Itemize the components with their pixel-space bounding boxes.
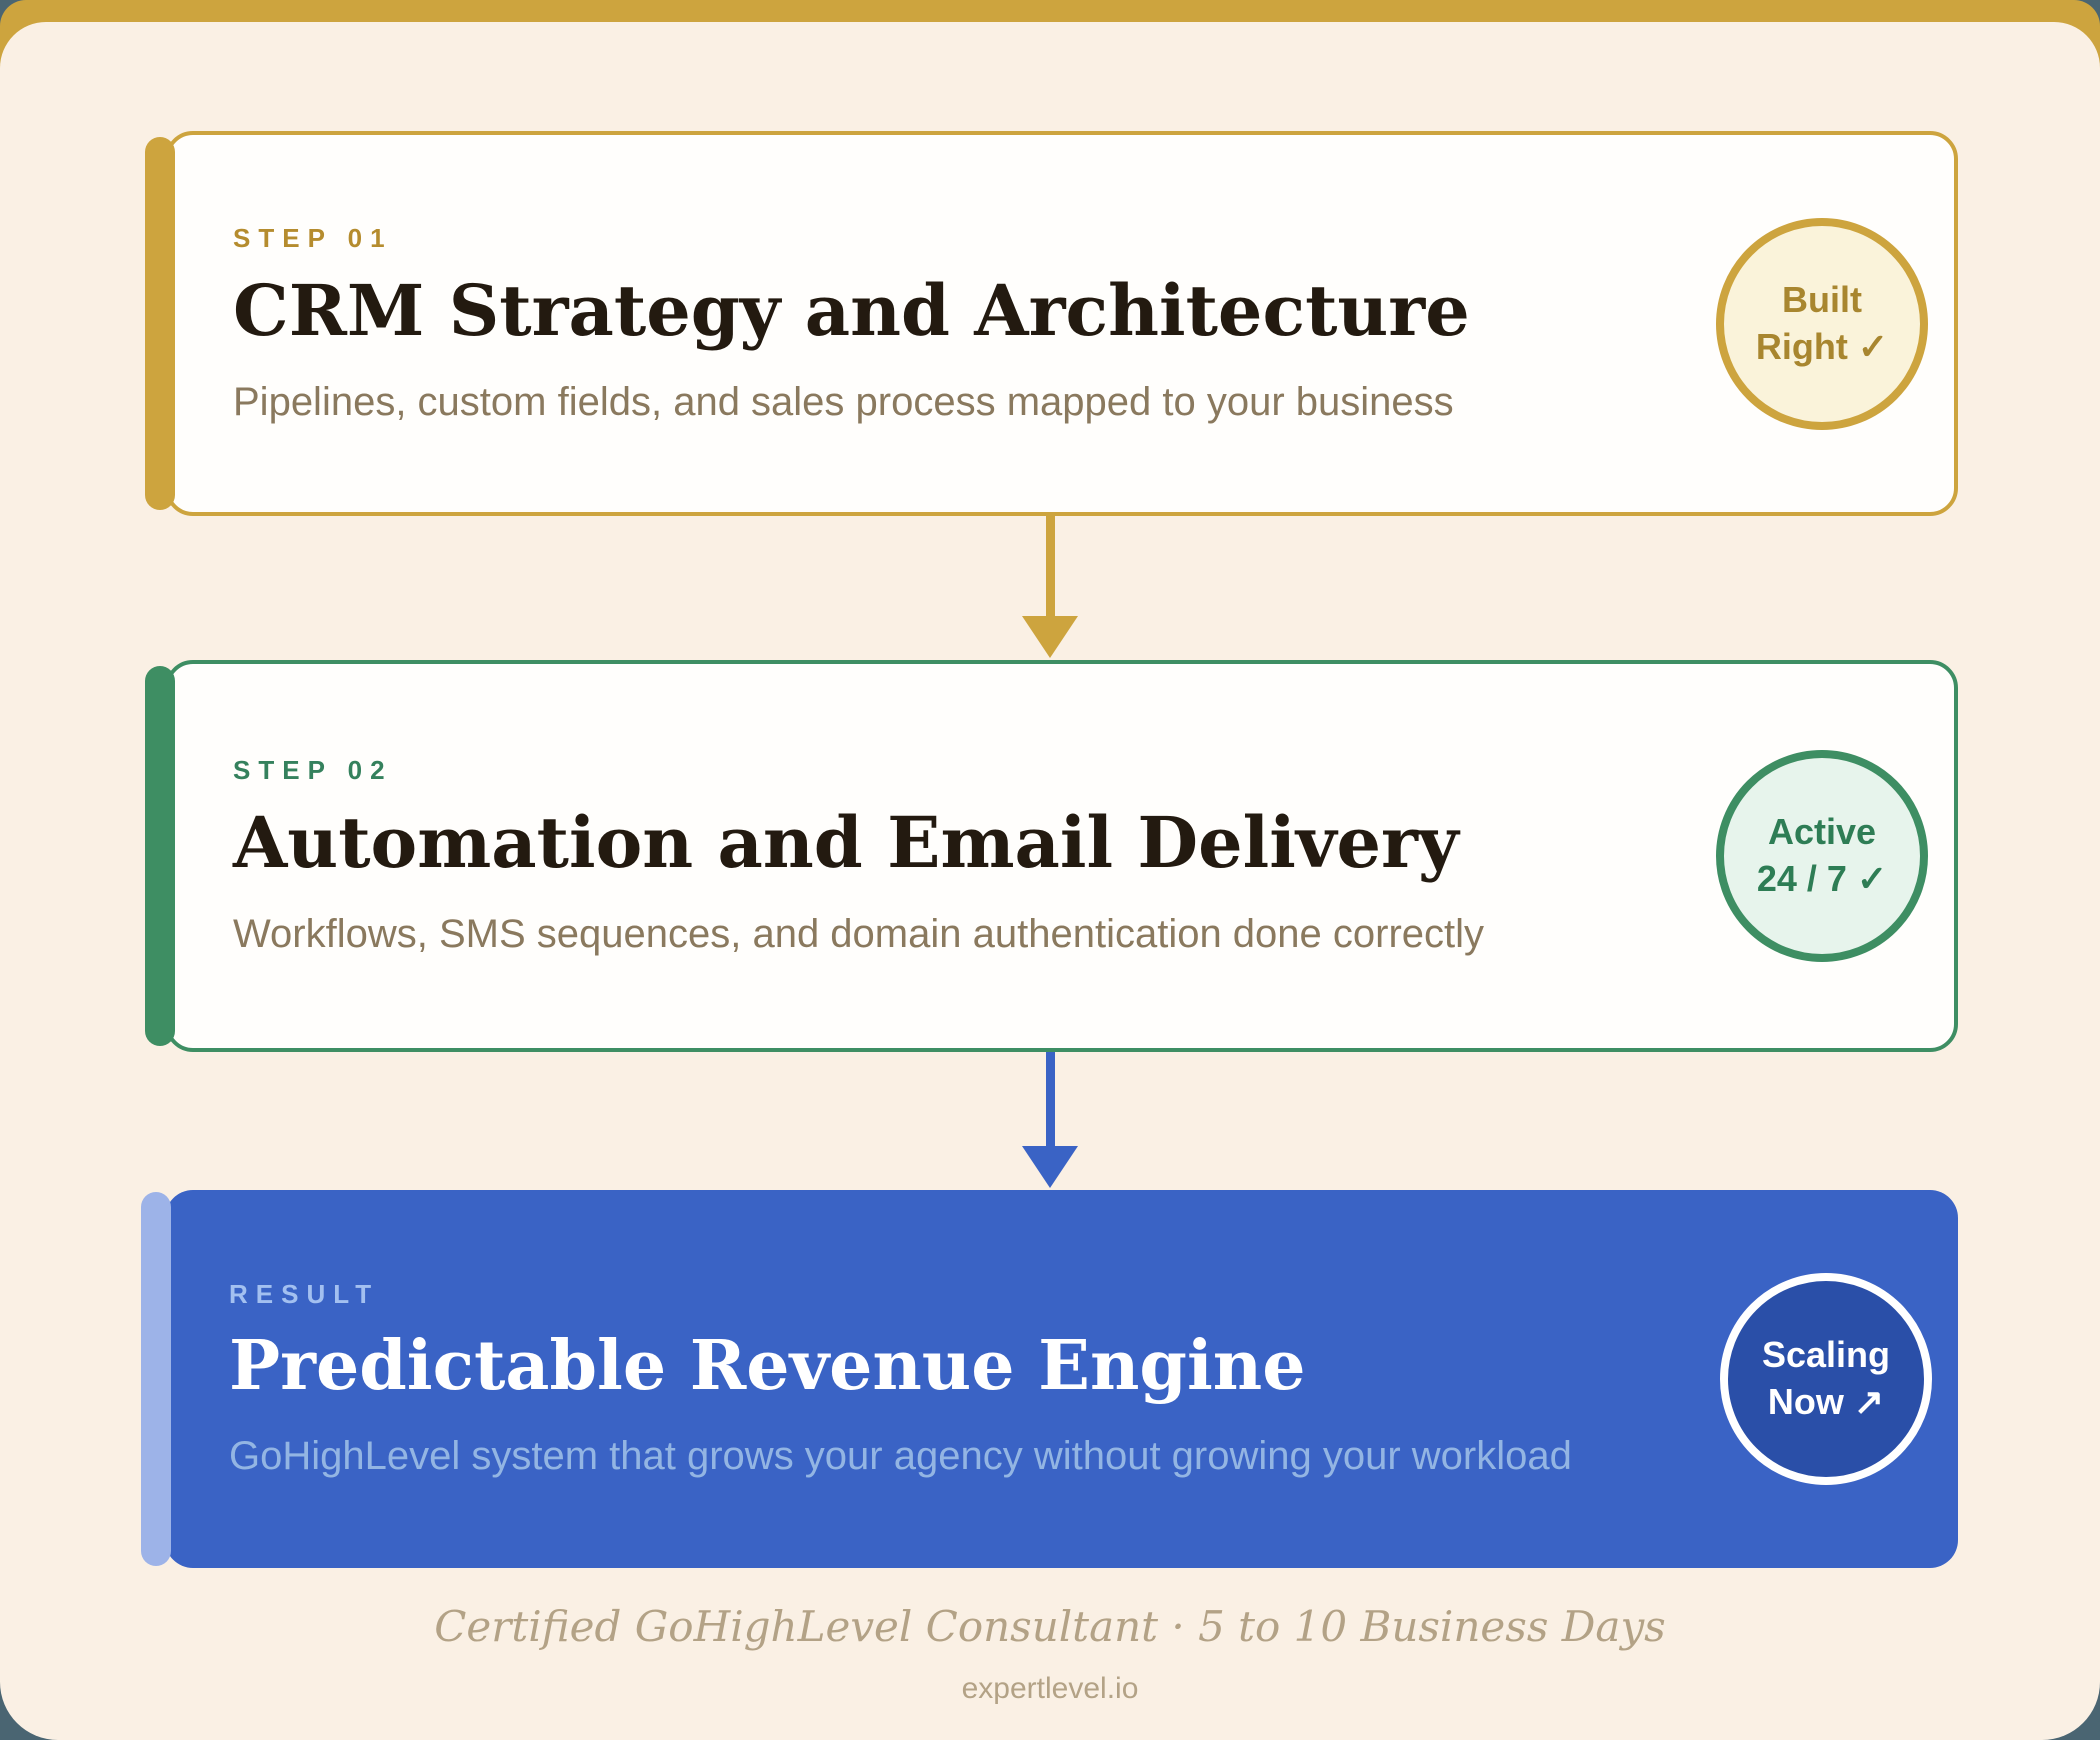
step-1-subtitle: Pipelines, custom fields, and sales proc… <box>233 379 1454 424</box>
flow-arrow-blue <box>994 1052 1106 1188</box>
footer-tagline: Certified GoHighLevel Consultant · 5 to … <box>434 1602 1666 1651</box>
step-2-card: STEP 02 Automation and Email Delivery Wo… <box>145 660 1958 1052</box>
step-1-badge-line2: Right ✓ <box>1756 324 1888 371</box>
check-icon: ✓ <box>1856 858 1888 899</box>
arrow-stem <box>1045 1052 1055 1146</box>
step-2-badge-text: 24 / 7 <box>1756 858 1847 899</box>
result-badge: Scaling Now ↗ <box>1720 1273 1932 1485</box>
arrow-stem <box>1045 516 1055 616</box>
step-1-card: STEP 01 CRM Strategy and Architecture Pi… <box>145 131 1958 516</box>
step-2-badge-line1: Active <box>1767 811 1877 853</box>
check-icon: ✓ <box>1857 325 1889 367</box>
step-1-label: STEP 01 <box>233 222 393 253</box>
arrow-down-icon <box>1022 1146 1078 1188</box>
flow-arrow-gold <box>994 516 1106 658</box>
step-1-title: CRM Strategy and Architecture <box>233 268 1470 352</box>
arrow-down-icon <box>1022 616 1078 658</box>
result-card: RESULT Predictable Revenue Engine GoHigh… <box>141 1190 1958 1568</box>
step-1-badge: Built Right ✓ <box>1716 217 1928 430</box>
result-badge-line2: Now ↗ <box>1768 1379 1884 1426</box>
arrow-up-right-icon: ↗ <box>1853 1381 1885 1422</box>
result-badge-text: Now <box>1767 1381 1844 1422</box>
step-2-badge-line2: 24 / 7 ✓ <box>1757 856 1887 903</box>
step-2-badge: Active 24 / 7 ✓ <box>1716 750 1928 962</box>
result-label: RESULT <box>229 1279 380 1309</box>
result-title: Predictable Revenue Engine <box>229 1326 1306 1406</box>
step-1-badge-text: Right <box>1755 325 1848 367</box>
step-2-accent-bar <box>145 666 175 1046</box>
step-1-accent-bar <box>145 137 175 510</box>
step-2-title: Automation and Email Delivery <box>233 801 1459 884</box>
result-accent-bar <box>141 1192 171 1566</box>
step-1-badge-line1: Built <box>1782 278 1862 320</box>
footer-website: expertlevel.io <box>961 1672 1139 1705</box>
step-2-label: STEP 02 <box>233 755 393 785</box>
step-2-subtitle: Workflows, SMS sequences, and domain aut… <box>233 912 1485 956</box>
result-badge-line1: Scaling <box>1761 1334 1891 1376</box>
result-subtitle: GoHighLevel system that grows your agenc… <box>229 1434 1572 1478</box>
